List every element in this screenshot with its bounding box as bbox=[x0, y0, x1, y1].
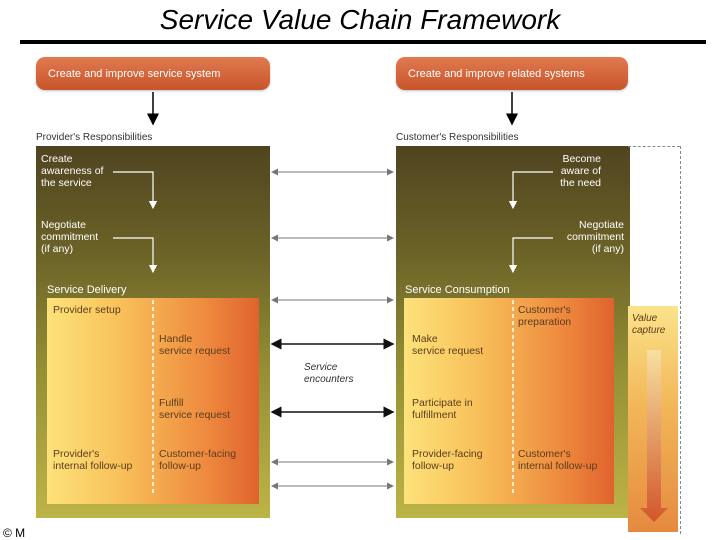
customers-internal-followup-text: Customer's internal follow-up bbox=[518, 448, 598, 472]
customers-preparation-text: Customer's preparation bbox=[518, 304, 572, 328]
service-consumption-label: Service Consumption bbox=[405, 284, 510, 296]
customers-responsibilities-label: Customer's Responsibilities bbox=[396, 132, 519, 143]
service-consumption-box bbox=[404, 298, 614, 504]
aware-elbow-arrow bbox=[508, 171, 553, 210]
providers-internal-followup-text: Provider's internal follow-up bbox=[53, 448, 133, 472]
create-improve-service-system-box: Create and improve service system bbox=[36, 57, 270, 90]
title-underline bbox=[20, 40, 706, 44]
service-delivery-label: Service Delivery bbox=[47, 284, 127, 296]
create-improve-service-system-label: Create and improve service system bbox=[48, 67, 221, 80]
create-improve-related-systems-label: Create and improve related systems bbox=[408, 67, 585, 80]
service-encounters-label: Service encounters bbox=[304, 362, 354, 385]
become-aware-text: Become aware of the need bbox=[560, 153, 601, 189]
create-awareness-text: Create awareness of the service bbox=[41, 153, 104, 189]
value-capture-dashed-border bbox=[680, 146, 681, 534]
value-capture-label: Value capture bbox=[632, 313, 666, 336]
negotiate-commitment-customer-text: Negotiate commitment (if any) bbox=[566, 219, 624, 255]
negotiate-elbow-arrow-provider bbox=[113, 237, 158, 274]
fulfill-service-request-text: Fulfill service request bbox=[159, 397, 231, 421]
negotiate-commitment-provider-text: Negotiate commitment (if any) bbox=[41, 219, 99, 255]
value-capture-dashed-top bbox=[628, 146, 680, 147]
page-title: Service Value Chain Framework bbox=[159, 4, 561, 35]
participate-in-fulfillment-text: Participate in fulfillment bbox=[412, 397, 473, 421]
value-capture-arrow bbox=[640, 350, 668, 522]
providers-responsibilities-label: Provider's Responsibilities bbox=[36, 132, 153, 143]
handle-service-request-text: Handle service request bbox=[159, 333, 231, 357]
negotiate-elbow-arrow-customer bbox=[508, 237, 553, 274]
make-service-request-text: Make service request bbox=[412, 333, 484, 357]
create-improve-related-systems-box: Create and improve related systems bbox=[396, 57, 628, 90]
provider-setup-text: Provider setup bbox=[53, 304, 121, 316]
awareness-elbow-arrow bbox=[113, 171, 158, 210]
customer-facing-followup-text: Customer-facing follow-up bbox=[159, 448, 237, 472]
provider-facing-followup-text: Provider-facing follow-up bbox=[412, 448, 483, 472]
copyright-text: © M bbox=[3, 526, 26, 540]
